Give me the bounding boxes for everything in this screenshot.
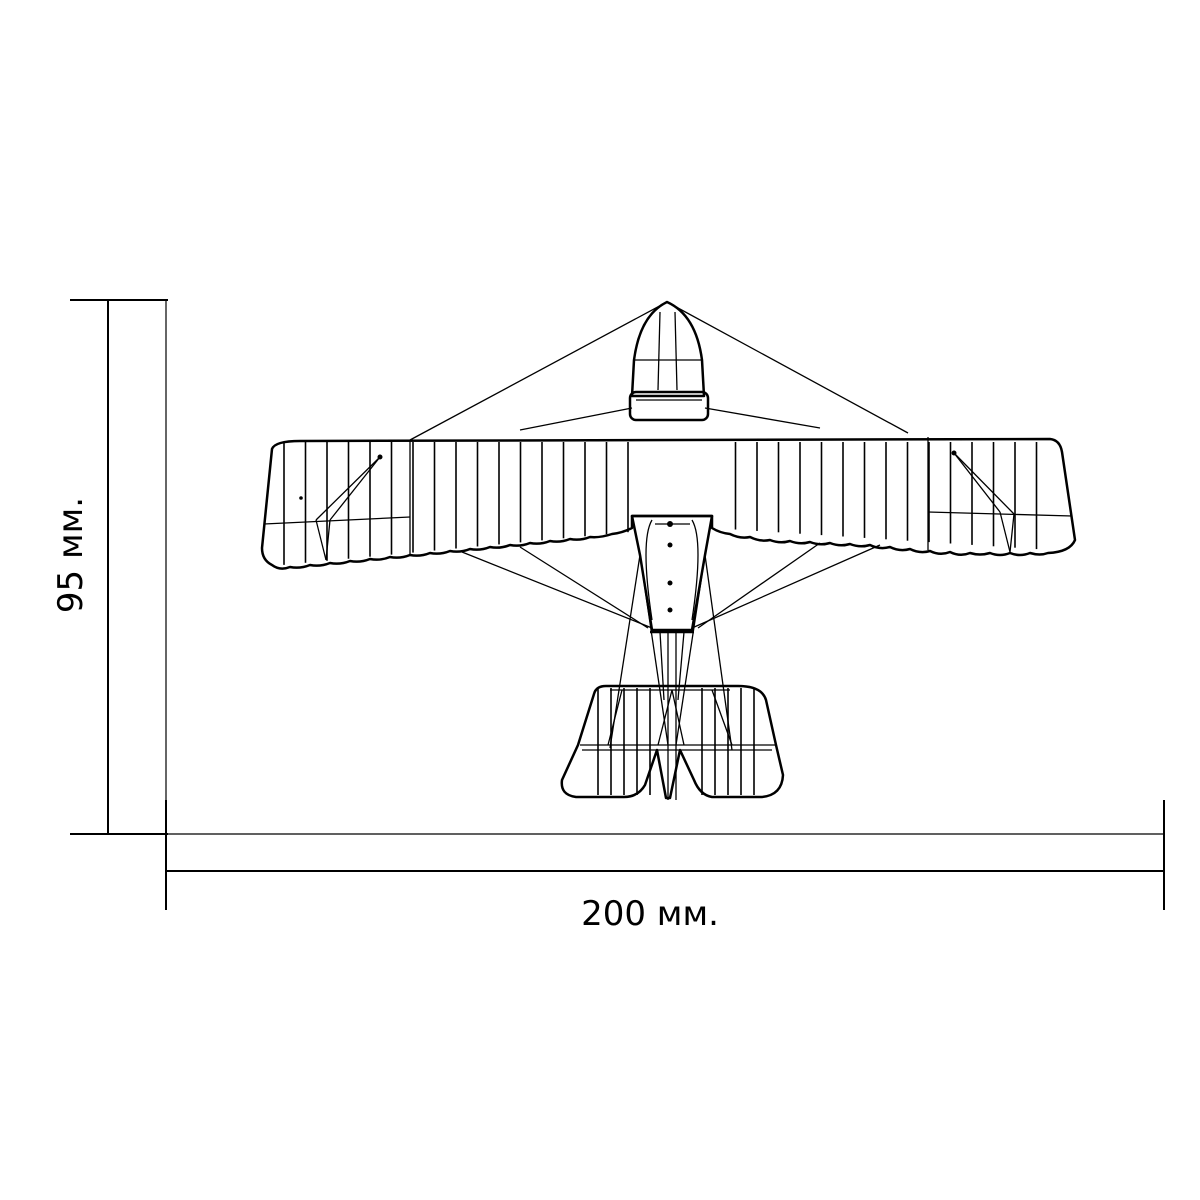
fuselage [630,514,714,632]
width-dimension-label: 200 мм. [581,894,719,934]
height-dimension-label: 95 мм. [51,497,91,613]
wing-ribs [283,442,1038,565]
width-dimension: 200 мм. [165,800,1165,934]
tailplane-ribs [597,688,755,795]
wing [260,437,1077,570]
cockpit-front [628,390,710,422]
monoplane-top-view-icon [260,300,1077,800]
height-dimension: 95 мм. [51,299,168,835]
engine-cowling [630,300,706,398]
tailplane [560,684,785,800]
